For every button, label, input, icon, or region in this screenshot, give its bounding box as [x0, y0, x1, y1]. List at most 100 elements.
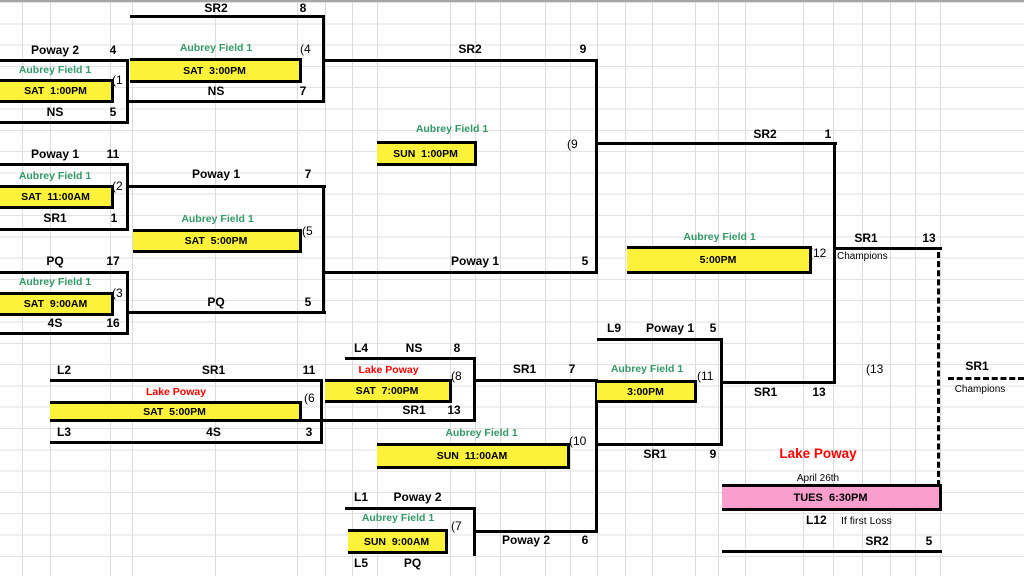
game-10-time-box: SUN 11:00AM [377, 443, 570, 469]
game-7-bottom-ref: L5 [353, 556, 368, 570]
game-10-bottom-team: Poway 2 [501, 533, 551, 547]
game-3-top-score: 17 [106, 254, 120, 268]
game-4-top-team: SR2 [204, 1, 228, 15]
game-12-time-box: 5:00PM [627, 246, 812, 274]
gridline [377, 2, 378, 576]
champion-score: 13 [922, 231, 936, 245]
bracket-line [595, 59, 598, 274]
game-4-number: (4 [300, 42, 311, 56]
bracket-line [345, 507, 476, 510]
game-4-time-box: SAT 3:00PM [130, 58, 302, 83]
game-7-top-team: Poway 2 [393, 490, 442, 504]
bracket-line [126, 59, 129, 124]
gridline [803, 2, 804, 576]
bracket-line [322, 15, 325, 103]
bracket-line [50, 441, 323, 444]
game-2-top-score: 11 [106, 147, 120, 161]
bracket-line [0, 59, 129, 62]
game-1-bottom-team: NS [46, 105, 64, 119]
game-5-top-team: Poway 1 [191, 167, 241, 181]
game-8-bottom-score: 13 [447, 403, 461, 417]
game-3-bottom-score: 16 [106, 316, 120, 330]
gridline [297, 2, 298, 576]
game-12-bottom-score: 13 [812, 385, 826, 399]
game-12-top-team: SR2 [753, 127, 777, 141]
gridline [215, 2, 216, 576]
bracket-line [322, 185, 325, 314]
game-10-number: (10 [569, 434, 587, 448]
if-necessary-condition: If first Loss [841, 515, 892, 527]
game-6-bottom-team: 4S [206, 425, 221, 439]
if-necessary-time-box: TUES 6:30PM [722, 484, 942, 511]
bracket-line [720, 338, 723, 446]
game-12-top-score: 1 [824, 127, 832, 141]
bracket-line [473, 507, 476, 556]
game-3-bottom-team: 4S [47, 316, 63, 330]
champion-line [834, 247, 942, 250]
bracket-line [0, 332, 129, 335]
game-3-number: (3 [112, 286, 123, 300]
gridline [22, 2, 23, 576]
if-necessary-winner-name: SR1 [965, 359, 989, 373]
bracket-line [597, 443, 723, 446]
game-8-number: (8 [451, 369, 462, 383]
game-2-number: (2 [112, 179, 123, 193]
bracket-line [474, 379, 598, 382]
gridline [862, 2, 863, 576]
bracket-line [0, 121, 129, 124]
gridline [745, 2, 746, 576]
game-12-number: (12 [809, 246, 827, 260]
bracket-line [595, 379, 598, 533]
bracket-line [0, 228, 129, 231]
game-4-venue-label: Aubrey Field 1 [179, 42, 253, 54]
bracket-line [126, 271, 129, 335]
bracket-line [126, 100, 325, 103]
gridline [890, 2, 891, 576]
if-necessary-score: 5 [925, 534, 933, 548]
bracket-line [126, 311, 326, 314]
game-9-top-team: SR2 [458, 42, 482, 56]
gridline [940, 2, 941, 576]
game-2-time-box: SAT 11:00AM [0, 185, 114, 209]
bracket-line [722, 550, 942, 553]
champion-note: Champions [837, 251, 888, 262]
bracket-line [0, 163, 129, 166]
gridline [450, 2, 451, 576]
bracket-line [473, 357, 476, 422]
game-6-venue-label: Lake Poway [145, 386, 207, 398]
game-9-bottom-score: 5 [581, 254, 589, 268]
game-5-venue-label: Aubrey Field 1 [181, 213, 254, 225]
if-necessary-team: SR2 [865, 534, 889, 548]
bracket-line [833, 142, 836, 384]
bracket-line [597, 142, 837, 145]
game-11-bottom-team: SR1 [643, 447, 667, 461]
bracket-line [597, 338, 723, 341]
gridline [475, 2, 476, 576]
game-11-top-score: 5 [709, 321, 717, 335]
game-5-bottom-team: PQ [207, 295, 225, 309]
gridline [625, 2, 626, 576]
game-9-bottom-team: Poway 1 [450, 254, 500, 268]
gridline [652, 2, 653, 576]
game-7-venue-label: Aubrey Field 1 [361, 512, 435, 524]
if-necessary-venue: Lake Poway [779, 446, 857, 461]
game-8-top-ref: L4 [353, 341, 368, 355]
game-3-top-team: PQ [46, 254, 64, 268]
bracket-line [126, 185, 326, 188]
game-6-number: (6 [304, 391, 315, 405]
gridline [545, 2, 546, 576]
game-7-bottom-team: PQ [403, 556, 422, 570]
game-9-time-box: SUN 1:00PM [377, 141, 477, 166]
bracket-line [322, 59, 598, 62]
game-6-top-team: SR1 [201, 363, 226, 377]
bracket-line [0, 271, 129, 274]
champion-name: SR1 [854, 231, 878, 245]
game-1-venue-label: Aubrey Field 1 [18, 64, 92, 76]
game-1-time-box: SAT 1:00PM [0, 79, 114, 103]
if-necessary-date: April 26th [796, 473, 840, 484]
bracket-line [322, 271, 598, 274]
game-5-number: (5 [302, 224, 313, 238]
gridline [570, 2, 571, 576]
